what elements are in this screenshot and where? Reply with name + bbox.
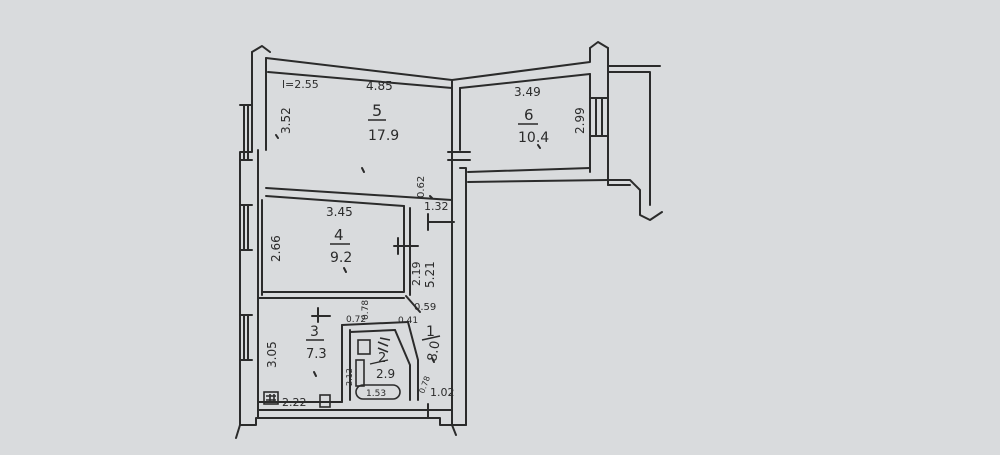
dim-062: 0.62: [416, 176, 427, 198]
room1-number: 1: [426, 324, 435, 340]
door-room5: [427, 213, 455, 231]
sink-fixture: [357, 339, 371, 355]
wall-room5-room4: [265, 187, 453, 207]
room6-area: 10.4: [518, 130, 549, 146]
dim-078: 0.78: [361, 300, 371, 320]
room5-height-label: 3.52: [279, 107, 293, 134]
room3-number: 3: [310, 324, 319, 340]
room2-number: 2: [378, 351, 386, 366]
room6-number: 6: [524, 106, 534, 124]
bottom-wall-room6: [467, 167, 609, 183]
outer-wall-left: [239, 51, 253, 426]
tick-marks: [275, 134, 541, 377]
window-room3: [239, 314, 253, 361]
corner-top-right: [589, 41, 609, 49]
bathtub-label: 1.53: [366, 389, 386, 399]
window-room5: [239, 104, 253, 161]
room3-height-label: 3.05: [265, 341, 279, 368]
kitchen-sink-fixture: [319, 394, 331, 408]
dim-102: 1.02: [430, 386, 455, 399]
room6-height-label: 2.99: [573, 107, 587, 134]
dim-041: 0.41: [398, 316, 418, 326]
room5-width-label: 4.85: [366, 79, 393, 93]
room4-number: 4: [334, 226, 344, 244]
dim-059: 0.59: [414, 302, 436, 313]
dim-132: 1.32: [424, 200, 449, 213]
door-bath: [405, 295, 421, 313]
room5-area: 17.9: [368, 128, 399, 144]
room1-area: 8.0: [425, 340, 443, 363]
right-wall-room6: [589, 47, 609, 186]
room1-fraction-line: [421, 335, 441, 341]
room2-area: 2.9: [376, 367, 395, 381]
bathroom-top-wall: [341, 321, 409, 333]
top-wall-room5-inner: [267, 71, 453, 89]
bathroom-left-wall: [341, 324, 351, 403]
room1-side-label: 5.21: [423, 261, 437, 288]
balcony-outline: [607, 65, 663, 221]
bathroom-right-wall: [394, 321, 419, 401]
door-room3: [311, 307, 331, 323]
door-room4: [393, 237, 419, 255]
window-room4: [239, 204, 253, 251]
door-room6: [447, 151, 471, 161]
bathtub-fixture: [355, 384, 401, 400]
room3-bottom-label: 2.22: [282, 396, 307, 409]
bottom-wall-ticks: [235, 424, 457, 439]
room6-width-label: 3.49: [514, 85, 541, 99]
corner-top-left: [251, 45, 271, 53]
room4-area: 9.2: [330, 250, 352, 266]
room2-fraction-line: [369, 359, 389, 365]
washbasin-marks: [377, 337, 391, 353]
dim-212: 2.12: [345, 368, 354, 386]
room4-height-label: 2.66: [269, 235, 283, 262]
room4-side-label: 2.19: [410, 262, 423, 287]
corridor-wall-right: [459, 87, 467, 426]
stove-burners: [266, 394, 276, 402]
room5-extra-label: l=2.55: [282, 78, 319, 91]
room4-width-label: 3.45: [326, 205, 353, 219]
room4-walls: [257, 199, 411, 299]
room3-area: 7.3: [306, 347, 327, 362]
inner-wall-left: [257, 57, 267, 419]
window-room6: [589, 97, 609, 137]
top-wall-room6: [451, 47, 591, 89]
stove-fixture: [263, 391, 279, 405]
door-entrance: [419, 403, 437, 419]
room5-number: 5: [372, 101, 382, 120]
dim-072: 0.72: [346, 315, 366, 325]
